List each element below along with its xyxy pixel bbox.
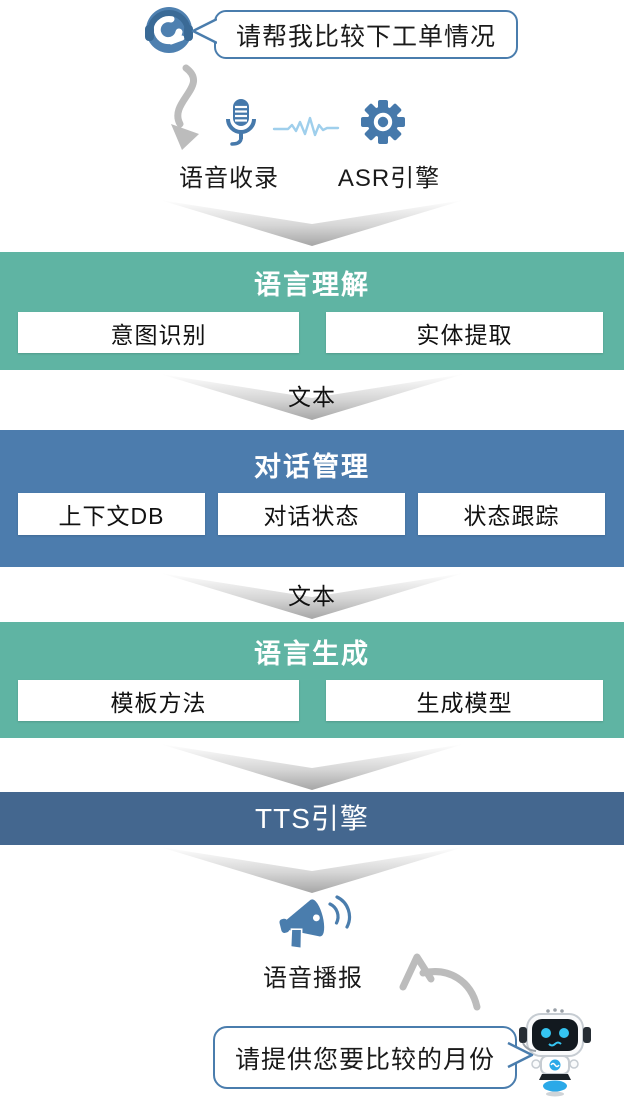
flow-chevron bbox=[160, 573, 464, 619]
waveform-icon bbox=[272, 116, 340, 137]
voice-capture-label: 语音收录 bbox=[179, 165, 279, 192]
flow-chevron bbox=[160, 744, 464, 790]
microphone-icon bbox=[226, 99, 256, 146]
voice-broadcast-label: 语音播报 bbox=[263, 965, 363, 992]
megaphone-icon bbox=[279, 895, 352, 950]
user-speech-text: 请帮我比较下工单情况 bbox=[235, 22, 496, 51]
flow-text-label: 文本 bbox=[288, 583, 336, 609]
block-title: TTS引擎 bbox=[255, 803, 369, 834]
curved-arrow-down-icon bbox=[171, 64, 199, 150]
bot-speech-bubble: 请提供您要比较的月份 bbox=[213, 1026, 517, 1089]
flow-chevron bbox=[160, 847, 464, 893]
dm-item-context-db: 上下文DB bbox=[18, 493, 205, 535]
flow-text-label: 文本 bbox=[288, 384, 336, 410]
nlu-item-entity-extraction: 实体提取 bbox=[326, 312, 603, 353]
block-title: 语言生成 bbox=[254, 639, 370, 669]
curved-arrow-up-icon bbox=[399, 953, 481, 1011]
flow-chevron bbox=[160, 374, 464, 420]
bot-speech-text: 请提供您要比较的月份 bbox=[234, 1045, 495, 1074]
dm-item-state-tracking: 状态跟踪 bbox=[418, 493, 605, 535]
block-title: 对话管理 bbox=[254, 452, 370, 482]
nlu-item-intent-recognition: 意图识别 bbox=[18, 312, 299, 353]
block-language-generation: 语言生成 模板方法 生成模型 bbox=[0, 622, 624, 738]
nlg-item-template-method: 模板方法 bbox=[18, 680, 299, 721]
bot-bubble-tail bbox=[507, 1041, 534, 1069]
block-language-understanding: 语言理解 意图识别 实体提取 bbox=[0, 252, 624, 370]
asr-engine-label: ASR引擎 bbox=[337, 165, 441, 192]
nlg-item-generative-model: 生成模型 bbox=[326, 680, 603, 721]
flow-chevron bbox=[160, 200, 464, 246]
block-tts-engine: TTS引擎 bbox=[0, 792, 624, 845]
block-dialogue-management: 对话管理 上下文DB 对话状态 状态跟踪 bbox=[0, 430, 624, 567]
user-bubble-tail bbox=[191, 17, 217, 45]
dm-item-dialogue-state: 对话状态 bbox=[218, 493, 405, 535]
gear-icon bbox=[361, 100, 405, 144]
robot-icon bbox=[519, 1008, 591, 1097]
headset-icon bbox=[145, 7, 193, 53]
user-speech-bubble: 请帮我比较下工单情况 bbox=[214, 10, 518, 59]
block-title: 语言理解 bbox=[254, 270, 370, 300]
